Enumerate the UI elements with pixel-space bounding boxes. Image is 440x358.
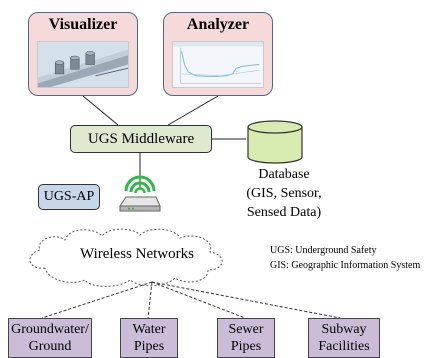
groundwater-box: Groundwater/ Ground — [8, 318, 92, 358]
sewer-pipes-label-line: Pipes — [230, 339, 262, 354]
water-pipes-label-line: Water — [132, 322, 166, 337]
cloud-subway-link — [151, 281, 341, 319]
middleware-box: UGS Middleware — [70, 125, 212, 153]
sewer-pipes-box: Sewer Pipes — [217, 318, 275, 358]
abbreviation-legend: UGS: Underground Safety GIS: Geographic … — [270, 243, 420, 273]
ap-box: UGS-AP — [38, 184, 100, 210]
groundwater-label-line: Ground — [28, 339, 72, 354]
cloud-groundwater-link — [41, 281, 153, 319]
water-pipes-box: Water Pipes — [120, 318, 178, 358]
wireless-router-icon — [119, 175, 161, 212]
middleware-label: UGS Middleware — [87, 130, 195, 147]
analyzer-middleware-link — [167, 95, 219, 126]
subway-facilities-box: Subway Facilities — [308, 318, 380, 358]
sewer-pipes-label-line: Sewer — [228, 322, 264, 337]
sensor-chart-icon — [172, 41, 264, 88]
water-pipes-label-line: Pipes — [133, 339, 165, 354]
ap-label: UGS-AP — [43, 189, 95, 204]
pipe-3d-model-icon — [37, 41, 129, 88]
database-cylinder-icon — [247, 120, 303, 164]
analyzer-title: Analyzer — [186, 16, 250, 33]
cloud-sewer-pipes-link — [151, 281, 246, 319]
cloud-icon — [29, 228, 223, 287]
legend-entry-ugs: UGS: Underground Safety — [270, 245, 377, 256]
groundwater-label-line: Groundwater/ — [11, 322, 89, 337]
wireless-networks-label: Wireless Networks — [80, 246, 194, 262]
visualizer-middleware-link — [82, 95, 119, 126]
visualizer-panel: Visualizer — [28, 12, 138, 96]
legend-entry-gis: GIS: Geographic Information System — [270, 260, 421, 271]
subway-facilities-label-line: Facilities — [318, 339, 370, 354]
subway-facilities-label-line: Subway — [321, 322, 367, 337]
database-label: Database (GIS, Sensor, Sensed Data) — [236, 165, 332, 222]
database-label-line: (GIS, Sensor, — [246, 186, 322, 201]
database-label-line: Database — [258, 167, 310, 182]
database-label-line: Sensed Data) — [246, 205, 322, 220]
visualizer-title: Visualizer — [48, 16, 118, 33]
cloud-water-pipes-link — [147, 281, 153, 319]
analyzer-panel: Analyzer — [163, 12, 273, 96]
